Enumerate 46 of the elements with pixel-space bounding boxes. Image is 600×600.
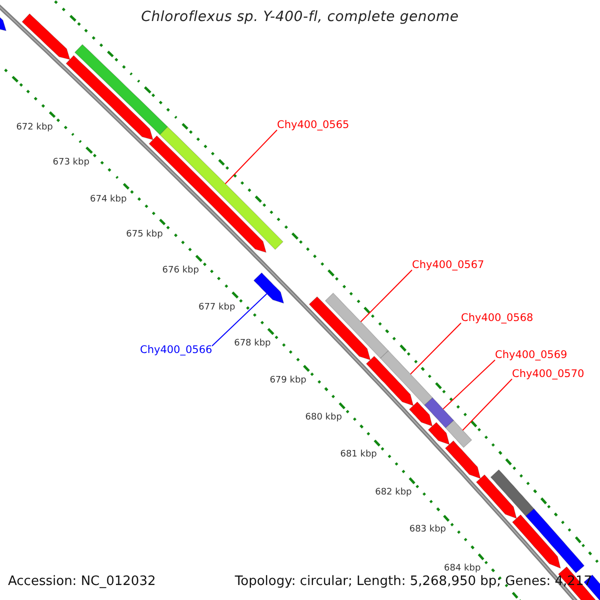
gene-feature	[148, 135, 267, 253]
position-label: 683 kbp	[409, 524, 446, 536]
position-label: 675 kbp	[126, 230, 163, 241]
leader-line	[360, 270, 412, 322]
genome-summary-text: Topology: circular; Length: 5,268,950 bp; Genes: 4,217	[234, 574, 592, 590]
gene-feature	[428, 422, 450, 445]
gene-label: Chy400_0566	[140, 344, 212, 357]
position-label: 684 kbp	[444, 563, 481, 574]
gene-bar	[490, 469, 534, 517]
gene-label: Chy400_0567	[412, 259, 484, 272]
gene-label: Chy400_0569	[495, 349, 568, 362]
gene-label: Chy400_0565	[277, 119, 350, 132]
title: Chloroflexus sp. Y-400-fl, complete genome	[141, 9, 459, 25]
gene-bar	[424, 397, 454, 428]
position-label: 677 kbp	[198, 302, 236, 314]
position-label: 676 kbp	[162, 266, 199, 277]
gene-label: Chy400_0570	[512, 368, 584, 381]
gene-feature	[366, 356, 414, 406]
gene-feature	[408, 401, 433, 427]
position-label: 682 kbp	[375, 488, 412, 499]
gene-bar	[380, 350, 434, 406]
position-label: 672 kbp	[16, 122, 53, 134]
leader-line	[224, 130, 278, 184]
position-label: 678 kbp	[234, 338, 271, 350]
gene-label: Chy400_0568	[461, 312, 534, 325]
position-label: 674 kbp	[90, 194, 127, 206]
position-label: 680 kbp	[305, 412, 342, 424]
leader-line	[212, 293, 268, 346]
position-label: 681 kbp	[340, 450, 377, 461]
gene-feature	[512, 514, 561, 569]
gene-feature	[476, 474, 517, 519]
position-label: 679 kbp	[270, 376, 306, 387]
leader-line	[442, 360, 496, 410]
gene-feature	[22, 13, 70, 60]
gene-bar	[74, 44, 168, 136]
gene-bar	[445, 420, 472, 448]
gene-bar	[525, 508, 585, 574]
gene-feature	[308, 296, 371, 360]
accession-text: Accession: NC_012032	[8, 574, 156, 590]
position-label: 673 kbp	[52, 158, 90, 169]
gene-feature	[66, 55, 154, 140]
gene-bar	[324, 292, 389, 359]
gene-feature	[253, 272, 284, 304]
leader-line	[410, 322, 462, 375]
leader-line	[462, 378, 512, 431]
gene-feature	[444, 440, 481, 479]
